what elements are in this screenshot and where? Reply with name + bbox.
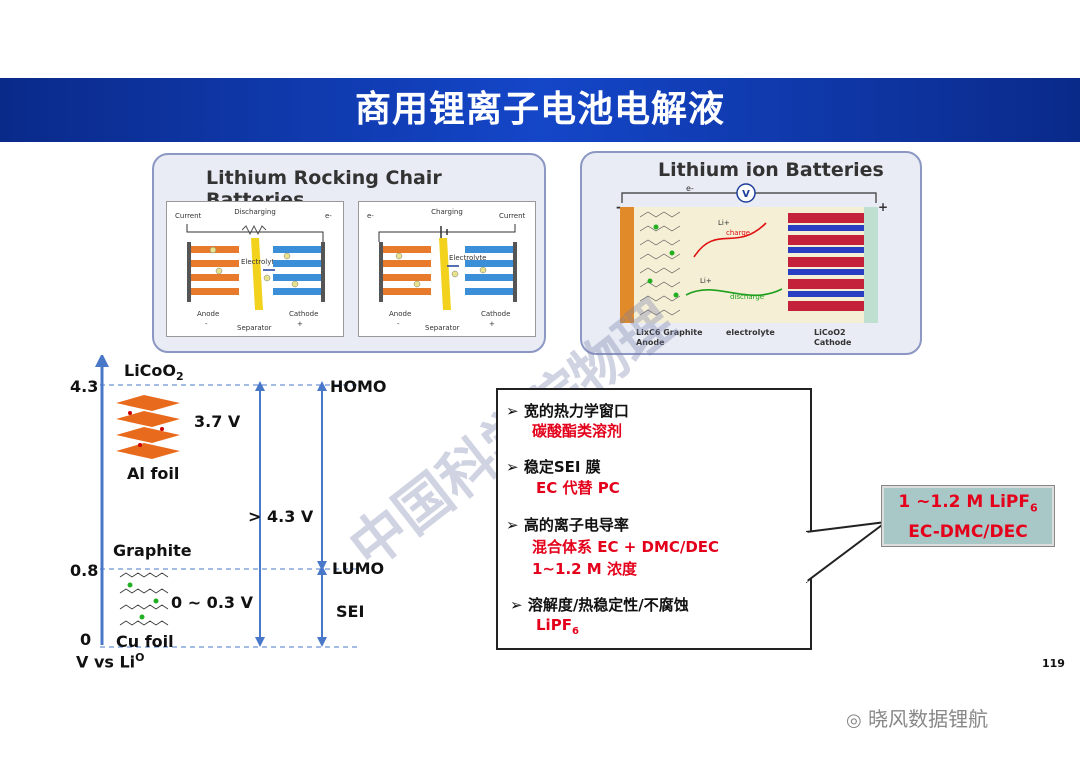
callout-line-2: EC-DMC/DEC: [908, 522, 1028, 543]
callout-pointer: [806, 520, 890, 584]
charge-separator-label: Separator: [425, 324, 460, 332]
minus-terminal: -: [616, 200, 621, 214]
req-1: ➢ 宽的热力学窗口: [506, 402, 629, 420]
discharge-current-label: Current: [175, 212, 202, 220]
homo-label: HOMO: [330, 377, 387, 396]
tick-4-3: 4.3: [70, 377, 99, 396]
slide-title: 商用锂离子电池电解液: [354, 89, 725, 130]
wechat-icon: ◎: [846, 710, 862, 731]
lithium-ion-panel: Lithium ion Batteries V e- - + charge Li…: [580, 151, 922, 355]
tick-0-8: 0.8: [70, 561, 99, 580]
discharge-process-label: Discharging: [234, 208, 276, 216]
li-label-bottom: Li+: [700, 277, 712, 285]
discharge-plus: +: [297, 320, 303, 328]
discharge-diagram: Discharging Current e- Electrolyte: [175, 208, 332, 332]
anode-layers: [191, 246, 239, 295]
cathode-current-collector: [864, 207, 878, 323]
discharge-anode-label: Anode: [197, 310, 219, 318]
anode-material-label: LixC6 Graphite: [636, 328, 703, 337]
discharge-electrolyte-label: Electrolyte: [241, 258, 278, 266]
discharge-minus: -: [205, 320, 208, 328]
electrolyte-callout: 1 ~1.2 M LiPF6 EC-DMC/DEC: [882, 486, 1054, 546]
licoo2-layers: [788, 213, 864, 311]
x-axis-label: V vs LiO: [76, 651, 145, 672]
charge-electron-label: e-: [367, 212, 374, 220]
brand-label: 晓风数据锂航: [868, 707, 989, 731]
graphite-layers: [639, 211, 681, 316]
page-number: 119: [1042, 657, 1065, 670]
charge-minus: -: [397, 320, 400, 328]
cathode-layers: [273, 246, 321, 295]
discharge-cell: Discharging Current e- Electrolyte: [166, 201, 344, 337]
charge-plus: +: [489, 320, 495, 328]
lithium-ion-title: Lithium ion Batteries: [658, 159, 884, 181]
voltage-3-7: 3.7 V: [194, 412, 241, 431]
discharge-path: [685, 288, 783, 297]
charge-path: [693, 222, 767, 258]
discharge-electron-label: e-: [325, 212, 332, 220]
charge-electrolyte-label: Electrolyte: [449, 254, 486, 262]
lumo-label: LUMO: [332, 559, 385, 578]
anode-current-collector: [620, 207, 634, 323]
al-foil-label: Al foil: [127, 464, 180, 483]
callout-line-1: 1 ~1.2 M LiPF6: [898, 492, 1038, 515]
charge-current-label: Current: [499, 212, 526, 220]
req-3: ➢ 高的离子电导率: [506, 516, 629, 534]
rocking-chair-panel: Lithium Rocking Chair Batteries Discharg…: [152, 153, 546, 353]
licoo2-label: LiCoO2: [124, 361, 184, 384]
voltage-gt-4-3: > 4.3 V: [248, 507, 314, 526]
graphite-label: Graphite: [113, 541, 192, 560]
discharge-cathode-label: Cathode: [289, 310, 318, 318]
charge-cathode-label: Cathode: [481, 310, 510, 318]
tick-0: 0: [80, 630, 92, 649]
cu-foil-label: Cu foil: [116, 632, 174, 651]
voltage-0-0-3: 0 ~ 0.3 V: [171, 593, 253, 612]
licoo2-crystal-icon: [116, 395, 180, 459]
voltmeter-icon: [736, 183, 756, 203]
discharge-separator-label: Separator: [237, 324, 272, 332]
req-3-detail-2: 1~1.2 M 浓度: [532, 560, 637, 578]
requirements-box: ➢ 宽的热力学窗口 碳酸酯类溶剂 ➢ 稳定SEI 膜 EC 代替 PC ➢ 高的…: [496, 388, 812, 650]
electron-label: e-: [686, 184, 694, 193]
lithium-ion-diagram: V e- - + charge Li+ discharge Li+ LixC6 …: [616, 183, 888, 347]
discharge-label: discharge: [730, 293, 764, 301]
sei-label: SEI: [336, 602, 365, 621]
li-label-top: Li+: [718, 219, 730, 227]
plus-terminal: +: [878, 200, 888, 214]
req-2: ➢ 稳定SEI 膜: [506, 458, 601, 476]
charge-cell: Charging e- Current Electrolyte: [358, 201, 536, 337]
cathode-sub-label: Cathode: [814, 338, 852, 347]
charge-diagram: Charging e- Current Electrolyte: [367, 208, 526, 332]
charge-process-label: Charging: [431, 208, 463, 216]
anode-sub-label: Anode: [636, 338, 665, 347]
req-4: ➢ 溶解度/热稳定性/不腐蚀: [510, 596, 689, 614]
brand-watermark: ◎ 晓风数据锂航: [846, 703, 988, 732]
req-3-detail-1: 混合体系 EC + DMC/DEC: [532, 538, 720, 556]
resistor-icon: [241, 224, 267, 236]
separator-plate: [251, 238, 263, 310]
req-1-detail: 碳酸酯类溶剂: [532, 422, 623, 440]
energy-level-diagram: [95, 355, 360, 648]
cathode-material-label: LiCoO2: [814, 328, 846, 337]
title-bar: 商用锂离子电池电解液: [0, 78, 1080, 142]
charge-anode-label: Anode: [389, 310, 411, 318]
charge-label: charge: [726, 229, 750, 237]
voltmeter-label: V: [742, 189, 750, 200]
electrolyte-label: electrolyte: [726, 328, 775, 337]
graphite-crystal-icon: [119, 572, 169, 626]
req-4-detail: LiPF6: [536, 616, 579, 637]
req-2-detail: EC 代替 PC: [536, 479, 620, 497]
